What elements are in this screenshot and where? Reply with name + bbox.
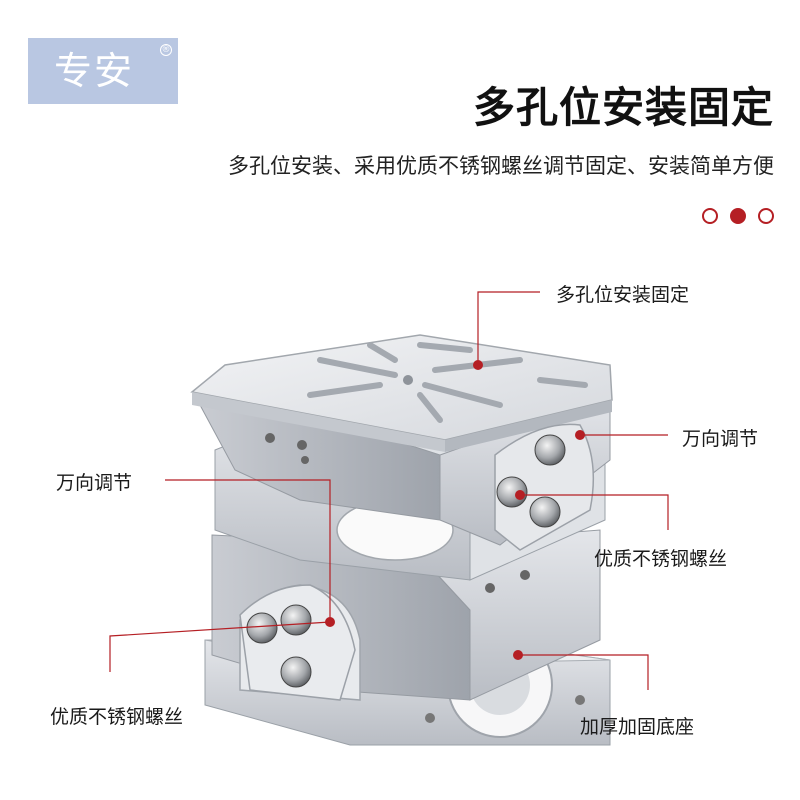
pager-indicator [702, 208, 774, 224]
brand-logo-text: 专安 [54, 49, 135, 93]
brand-logo: 专安 ® [28, 38, 178, 104]
page-subtitle: 多孔位安装、采用优质不锈钢螺丝调节固定、安装简单方便 [228, 154, 774, 178]
callout-left-screws: 优质不锈钢螺丝 [50, 706, 184, 728]
leader-dots [325, 360, 585, 660]
callout-right-swivel: 万向调节 [682, 428, 759, 450]
top-plate [190, 334, 613, 452]
leader-lines [109, 291, 669, 690]
pager-dot-1[interactable] [702, 208, 718, 224]
callout-right-screws: 优质不锈钢螺丝 [594, 548, 728, 570]
pager-dot-3[interactable] [758, 208, 774, 224]
callout-left-swivel: 万向调节 [56, 472, 133, 494]
left-swivel-plate [239, 584, 356, 701]
callout-top-plate: 多孔位安装固定 [556, 284, 690, 306]
right-swivel-plate [494, 423, 595, 551]
pager-dot-2-active[interactable] [730, 208, 746, 224]
page-title: 多孔位安装固定 [472, 83, 774, 132]
callout-base: 加厚加固底座 [580, 716, 695, 738]
registered-mark-icon: ® [160, 44, 172, 56]
